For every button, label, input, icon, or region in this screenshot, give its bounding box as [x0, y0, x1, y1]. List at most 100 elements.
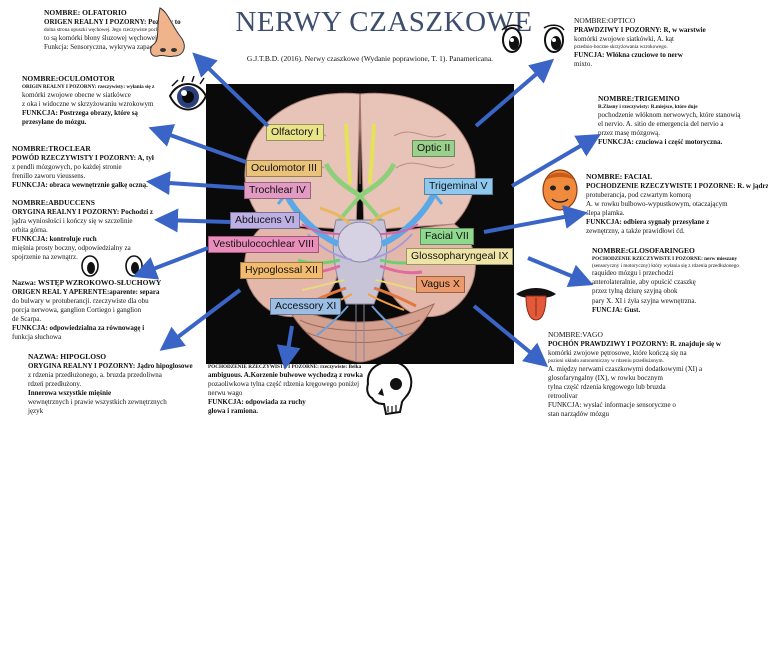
accessory-line: FUNKCJA: odpowiada za ruchy	[208, 398, 306, 407]
face-icon	[542, 169, 578, 211]
abducens-block: NOMBRE:ABDUCCENS ORYGINA REALNY I POZORN…	[12, 198, 153, 262]
vago-line: POCHÓN PRAWDZIWY I POZORNY: R. znajduje …	[548, 339, 721, 348]
oculomotor-line: FUNKCJA: Postrzega obrazy, które są	[22, 108, 138, 117]
optico-line: przednio-boczne skrzyżowania wzrokowego.	[574, 43, 668, 50]
facial-line: protuberancja, pod czwartym komorą	[586, 190, 691, 199]
troclear-block: NOMBRE:TROCLEAR POWÓD RZECZYWISTY I POZO…	[12, 144, 154, 190]
label-hypoglossal: Hypoglossal XII	[240, 262, 323, 279]
accessory-line: ambiguous. A.Korzenie bulwowe wychodzą z…	[208, 370, 363, 379]
vago-line: tylna część rdzenia kręgowego lub bruzda	[548, 382, 666, 391]
vestibulo-line: funkcja słuchowa	[12, 333, 62, 342]
vago-line: retroolivar	[548, 391, 578, 400]
accessory-line: pozaoliwkowa tylna część rdzenia kręgowe…	[208, 379, 360, 388]
hipogloso-line: język	[28, 407, 44, 416]
optico-line: komórki zwojowe siatkówki, A. kąt	[574, 34, 674, 43]
vago-line: komórki zwojowe pętrosowe, które kończą …	[548, 348, 687, 357]
hipogloso-title: NAZWA: HIPOGLOSO	[28, 352, 107, 361]
glosofaringeo-line: FUNCJA: Gust.	[592, 305, 641, 314]
citation: G.J.T.B.D. (2016). Nerwy czaszkowe (Wyda…	[246, 54, 494, 63]
eye-icon	[168, 76, 208, 111]
vago-line: A. między nerwami czaszkowymi dodatkowym…	[548, 364, 703, 373]
abducens-line: ORYGINA REALNY I POZORNY: Pochodzi z	[12, 207, 153, 216]
glosofaringeo-line: przez tylną dziurę szyjną obok	[592, 287, 678, 296]
skull-icon	[366, 360, 413, 416]
label-vestibulocochlear: Vestibulocochlear VIII	[208, 236, 319, 253]
vestibulo-line: ORIGEN REAL Y APERENTE:aparente: separa	[12, 287, 160, 296]
vago-title: NOMBRE:VAGO	[548, 330, 603, 339]
trigemino-line: przez masę mózgową.	[598, 128, 660, 137]
facial-line: FUNKCJA: odbiera sygnały przesyłane z	[586, 218, 710, 227]
oculomotor-title: NOMBRE:OCULOMOTOR	[22, 74, 115, 83]
label-olfactory: Olfactory I	[266, 124, 324, 141]
vago-line: FUNKCJA: wysłać informacje sensoryczne o	[548, 401, 676, 410]
eyes-icon	[501, 24, 565, 53]
label-trochlear: Trochlear IV	[244, 182, 311, 199]
vago-line: pozioni układu autonomiczny w rdzeniu pr…	[548, 357, 664, 364]
label-oculomotor: Oculomotor III	[246, 160, 322, 177]
trigemino-line: R.Zlasny i rzeczywisty: R.miejsce, które…	[598, 103, 698, 110]
accessory-line: nerwu wago	[208, 388, 243, 397]
vestibulo-line: do bulwary w protuberancji. rzeczywiste …	[12, 296, 149, 305]
abducens-line: mięśnia prosty boczny, odpowiedzialny za	[12, 244, 131, 253]
hipogloso-line: Innerowa wszystkie mięśnie	[28, 389, 112, 398]
olfatorio-line: Funkcja: Sensoryczna, wykrywa zapachy.	[44, 42, 162, 51]
hipogloso-line: z rdzenia przedłużonego, a. bruzda przed…	[28, 370, 162, 379]
optico-block: NOMBRE:OPTICO PRAWDZIWY I POZORNY: R, w …	[574, 16, 706, 69]
trigemino-line: FUNKCJA: czuciowa i część motoryczna.	[598, 137, 723, 146]
tongue-icon	[516, 288, 556, 321]
vestibulo-title: Nazwa: WSTĘP WZROKOWO-SŁUCHOWY	[12, 278, 162, 287]
page-title: NERWY CZASZKOWE	[235, 6, 533, 38]
accessory-block: POCHODZENIE RZECZYWISTE I POZORNE: rzecz…	[208, 364, 363, 416]
troclear-line: POWÓD RZECZYWISTY I POZORNY: A, tył	[12, 153, 154, 162]
vago-line: stan narządów mózgu	[548, 410, 610, 419]
troclear-line: frenillo zaworu vieussens.	[12, 171, 86, 180]
vestibulo-line: de Scarpa.	[12, 315, 42, 324]
vestibulo-line: FUNKCJA: odpowiedzialna za równowagę i	[12, 324, 145, 333]
olfatorio-line: to są komórki błony śluzowej węchowej.	[44, 33, 159, 42]
label-accessory: Accessory XI	[270, 298, 342, 315]
facial-line: POCHODZENIE RZECZYWISTE I POZORNE: R. w …	[586, 181, 768, 190]
facial-line: zewnętrzny, a także prawidłowi ćd.	[586, 227, 685, 236]
abducens-line: jądra wyniosłości i kończy się w szczeli…	[12, 216, 133, 225]
vestibulo-block: Nazwa: WSTĘP WZROKOWO-SŁUCHOWY ORIGEN RE…	[12, 278, 161, 342]
vago-line: glosofaryngalny (IX), w rowku bocznym	[548, 373, 663, 382]
trigemino-line: pochodzenie włóknom nerwowych, które sta…	[598, 110, 741, 119]
trigemino-line: el nervio. A. sitio de emergencia del ne…	[598, 119, 724, 128]
optico-line: mixto.	[574, 59, 593, 68]
glosofaringeo-title: NOMBRE:GLOSOFARINGEO	[592, 246, 695, 255]
oculomotor-line: ORIGIN REALNY I POZORNY: rzeczywisty: wy…	[22, 83, 155, 90]
olfatorio-block: NOMBRE: OLFATORIO ORIGEN REALNY I POZORN…	[44, 8, 181, 52]
optico-title: NOMBRE:OPTICO	[574, 16, 636, 25]
oculomotor-line: komórki zwojowe obecne w siatkówce	[22, 90, 131, 99]
glosofaringeo-line: anterolateralnie, aby opuścić czaszkę	[592, 278, 696, 287]
small-eyes-icon	[81, 255, 143, 277]
glosofaringeo-line: raquídeo mózgu i przechodzi	[592, 269, 674, 278]
facial-line: A. w rowku bulbowo-wypustkowym, otaczają…	[586, 199, 728, 208]
vestibulo-line: porcja nerwowa, ganglion Cortiego i gang…	[12, 305, 142, 314]
olfatorio-line: ORIGEN REALNY I POZORNY: Pozorny to	[44, 17, 181, 26]
label-trigeminal: Trigeminal V	[424, 178, 493, 195]
brain-diagram: Olfactory I Optic II Oculomotor III Troc…	[206, 84, 514, 364]
abducens-line: FUNKCJA: kontroluje ruch	[12, 235, 97, 244]
oculomotor-block: NOMBRE:OCULOMOTOR ORIGIN REALNY I POZORN…	[22, 74, 154, 127]
troclear-line: FUNKCJA: obraca wewnętrznie gałkę oczną.	[12, 181, 148, 190]
label-abducens: Abducens VI	[230, 212, 300, 229]
oculomotor-line: przesyłane do mózgu.	[22, 117, 87, 126]
optico-line: FUNCJA: Włókna czuciowe to nerw	[574, 50, 683, 59]
facial-line: ślepa plamka.	[586, 209, 625, 218]
label-facial: Facial VII	[420, 228, 474, 245]
glosofaringeo-line: POCHODZENIE RZECZYWISTE I POZORNE: nerw …	[592, 255, 738, 262]
label-vagus: Vagus X	[416, 276, 465, 293]
hipogloso-line: ORYGINA REALNY I POZORNY: Jądro hipoglos…	[28, 361, 193, 370]
troclear-line: z pendli mózgowych, po każdej stronie	[12, 162, 122, 171]
optico-line: PRAWDZIWY I POZORNY: R, w warstwie	[574, 25, 706, 34]
trigemino-title: NOMBRE:TRIGEMINO	[598, 94, 680, 103]
facial-title: NOMBRE: FACIAL	[586, 172, 653, 181]
abducens-line: spojrzenie na zewnątrz.	[12, 253, 78, 262]
facial-block: NOMBRE: FACIAL POCHODZENIE RZECZYWISTE I…	[586, 172, 768, 236]
hipogloso-line: rdzeń przedłużony.	[28, 379, 82, 388]
hipogloso-line: wewnętrznych i prawie wszystkich zewnętr…	[28, 398, 167, 407]
accessory-line: POCHODZENIE RZECZYWISTE I POZORNE: rzecz…	[208, 364, 362, 370]
hipogloso-block: NAZWA: HIPOGLOSO ORYGINA REALNY I POZORN…	[28, 352, 193, 416]
arrow-glossopharyngeal	[527, 256, 594, 287]
